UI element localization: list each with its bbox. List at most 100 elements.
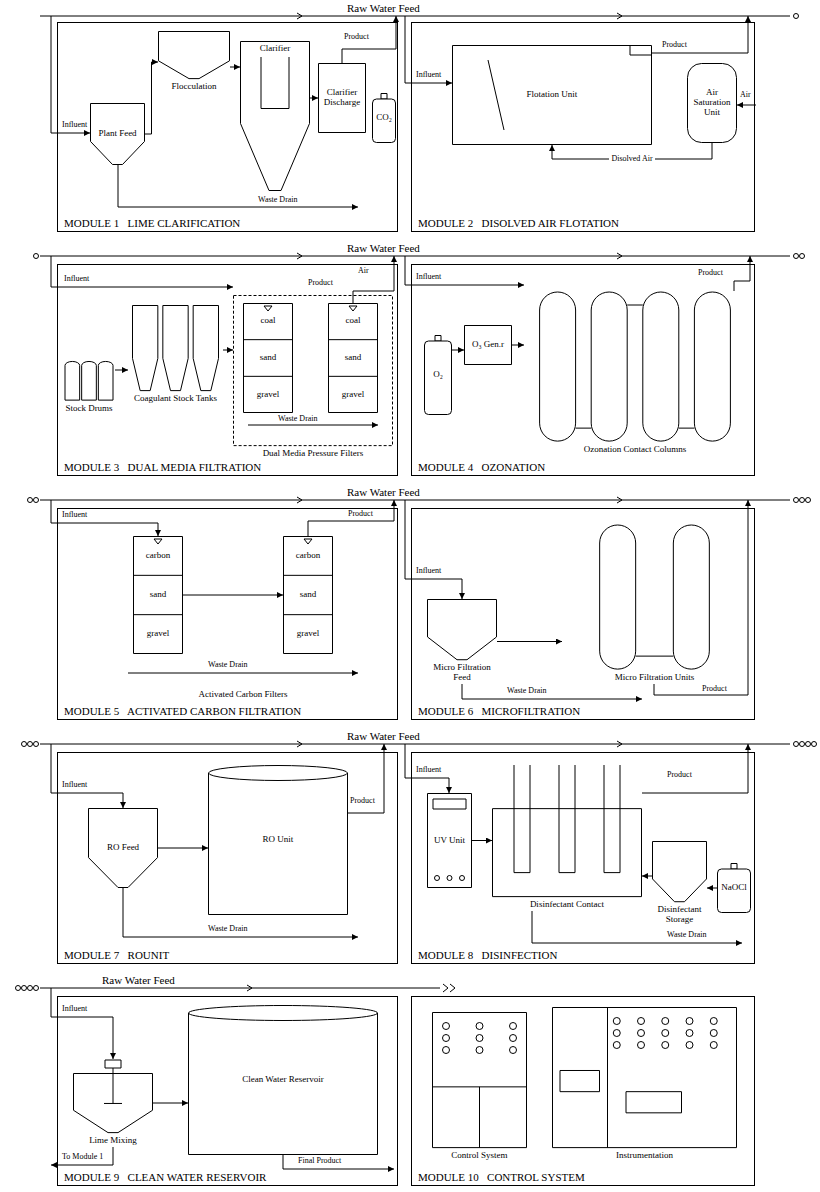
process-pipe [51, 1147, 113, 1165]
module-title: MODULE 7 ROUNIT [64, 949, 169, 961]
tank-outline [91, 104, 145, 165]
mixer-motor [105, 1060, 121, 1068]
equipment-unit: RO Feed [88, 808, 158, 888]
contact-pipe [559, 765, 575, 873]
indicator-lamp [662, 1042, 669, 1049]
filter-column [244, 304, 293, 413]
continuation-marker [812, 742, 817, 747]
unit-label: gravel [297, 629, 320, 639]
end-chevron [443, 984, 448, 992]
unit-outline [492, 761, 642, 911]
stream-label: Waste Drain [208, 925, 248, 934]
uv-knob [460, 876, 465, 881]
contact-column [591, 292, 627, 441]
equipment-unit: Instrumentation [552, 1007, 737, 1162]
unit-label: gravel [257, 390, 280, 400]
process-pipe [248, 425, 378, 426]
process-pipe [734, 256, 750, 291]
continuation-marker [800, 742, 805, 747]
media-layer [284, 575, 333, 614]
indicator-lamp [613, 1042, 620, 1049]
tank-outline [653, 842, 707, 902]
control-cabinet [433, 1013, 527, 1148]
process-pipe [737, 105, 756, 106]
flow-connector [497, 641, 562, 642]
flow-chevron [297, 13, 302, 19]
unit-outline [524, 291, 746, 456]
flow-chevron [617, 253, 622, 259]
flow-connector [452, 350, 464, 351]
raw-water-feed-line [40, 744, 790, 745]
tank-outline [428, 600, 497, 660]
equipment-unit: carbonsandgravel [133, 536, 183, 654]
module-panel: MODULE 4 OZONATIONO₂O₃ Gen.rOzonation Co… [411, 264, 755, 476]
stream-label: Influent [62, 1005, 87, 1014]
raw-water-feed-line [40, 988, 440, 989]
unit-label: Stock Drums [65, 404, 112, 414]
contact-column [694, 292, 730, 441]
filter-column [134, 537, 183, 654]
raw-water-feed-line [40, 256, 790, 257]
module-panel: MODULE 1 LIME CLARIFICATIONPlant FeedFlo… [57, 22, 398, 232]
end-chevron [450, 984, 455, 992]
continuation-marker [22, 742, 27, 747]
module-panel: MODULE 2 DISOLVED AIR FLOTATIONFlotation… [411, 22, 755, 232]
unit-label: Instrumentation [616, 1151, 673, 1161]
flow-chevron [247, 985, 252, 991]
unit-outline [73, 1059, 153, 1147]
instrument-display [626, 1092, 682, 1113]
stream-label: Influent [416, 273, 441, 282]
flow-connector [472, 840, 492, 841]
contact-pipe [514, 765, 530, 873]
equipment-unit: Lime Mixing [73, 1059, 153, 1147]
equipment-unit: Air Saturation Unit [687, 63, 737, 143]
stream-label: Air [740, 91, 751, 100]
indicator-lamp [686, 1018, 693, 1025]
module-panel: MODULE 3 DUAL MEDIA FILTRATIONStock Drum… [57, 264, 398, 476]
stream-label: Waste Drain [258, 196, 298, 205]
process-pipe [405, 16, 452, 83]
stock-drum [98, 361, 113, 400]
indicator-lamp [613, 1018, 620, 1025]
unit-outline [63, 335, 115, 415]
flow-connector [230, 67, 240, 68]
flow-connector [158, 848, 208, 849]
equipment-unit: O₃ Gen.r [464, 325, 512, 365]
unit-label: Clarifier [260, 44, 291, 54]
filter-column [329, 304, 378, 413]
unit-label: Coagulant Stock Tanks [134, 394, 217, 404]
stream-label: Product [662, 41, 687, 50]
cylinder-valve [435, 336, 441, 342]
unit-label: Clarifier Discharge [320, 88, 364, 108]
unit-label: Disinfectant Contact [530, 900, 604, 910]
column-link [576, 428, 592, 429]
equipment-unit: CO₂ [372, 93, 396, 143]
unit-label: sand [345, 353, 362, 363]
stream-label: Product [344, 33, 369, 42]
continuation-marker [794, 742, 799, 747]
equipment-unit: Clean Water Reservoir [188, 1005, 378, 1155]
equipment-unit: Flocculation [158, 31, 230, 93]
vessel-rim [209, 773, 348, 781]
unit-label: gravel [147, 629, 170, 639]
feed-label: Raw Water Feed [345, 242, 422, 254]
equipment-unit: O₂ [424, 335, 452, 415]
process-pipe [51, 500, 158, 536]
clarifier-well [261, 57, 289, 109]
continuation-marker [34, 254, 39, 259]
unit-outline [128, 295, 223, 405]
column-link [636, 656, 674, 657]
continuation-marker [22, 986, 27, 991]
indicator-lamp [710, 1042, 717, 1049]
filter-enclosure [234, 296, 393, 446]
equipment-unit: RO Unit [208, 765, 348, 915]
uv-knob [435, 876, 440, 881]
indicator-lamp [710, 1018, 717, 1025]
filter-column [284, 537, 333, 654]
process-pipe [342, 16, 396, 63]
module-title: MODULE 4 OZONATION [418, 461, 545, 473]
indicator-lamp [686, 1030, 693, 1037]
process-pipe [51, 988, 113, 1059]
